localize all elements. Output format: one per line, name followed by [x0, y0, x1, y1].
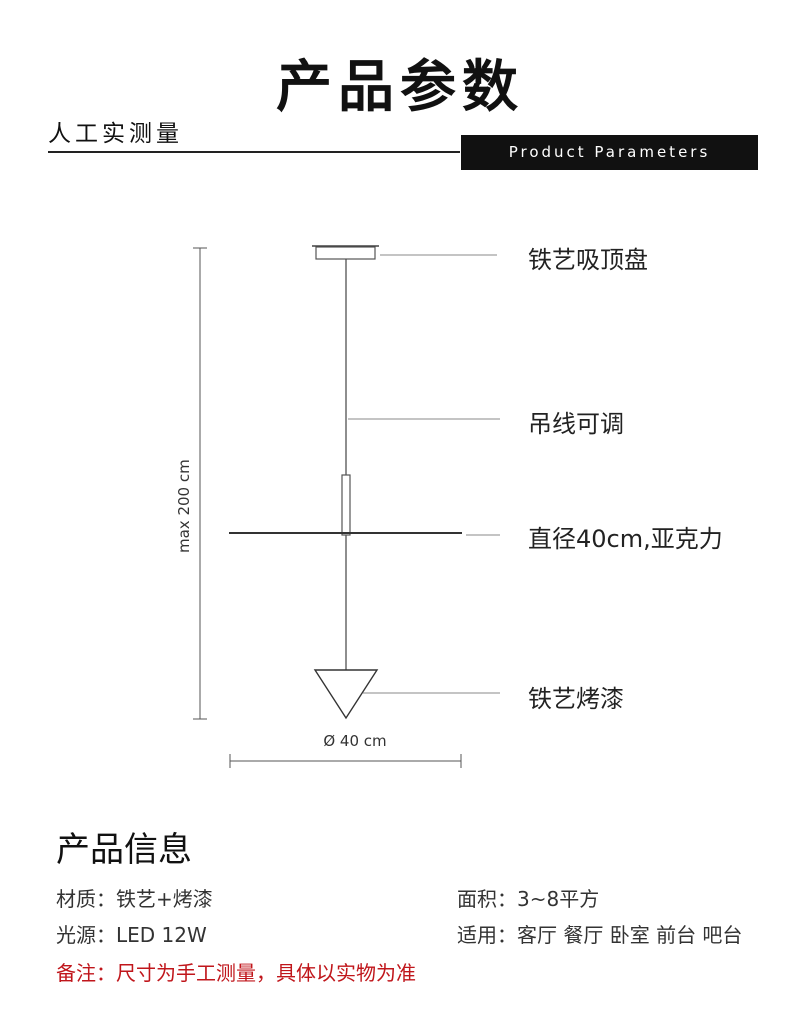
header-divider: [48, 151, 460, 153]
info-usage: 适用：客厅 餐厅 卧室 前台 吧台: [457, 923, 743, 947]
subtitle: 人工实测量: [48, 121, 183, 147]
info-note: 备注：尺寸为手工测量，具体以实物为准: [56, 961, 416, 985]
info-light-source: 光源：LED 12W: [56, 923, 207, 947]
page-title: 产品参数: [276, 55, 524, 120]
info-material: 材质：铁艺+烤漆: [56, 887, 213, 911]
width-dimension-label: Ø 40 cm: [323, 732, 387, 750]
label-ceiling-plate: 铁艺吸顶盘: [528, 246, 648, 274]
ceiling-plate-shape: [312, 245, 379, 260]
tube-shape: [341, 474, 351, 536]
label-acrylic-diameter: 直径40cm,亚克力: [528, 525, 723, 553]
leader-lines: [348, 254, 500, 694]
info-area: 面积：3~8平方: [457, 887, 600, 911]
height-dimension-label: max 200 cm: [175, 459, 193, 553]
height-dimension-line: [193, 247, 207, 720]
width-dimension-line: [229, 754, 462, 768]
label-adjustable-wire: 吊线可调: [528, 410, 624, 438]
english-title-bar: Product Parameters: [461, 135, 758, 170]
label-iron-paint: 铁艺烤漆: [528, 685, 624, 713]
section-title-product-info: 产品信息: [56, 830, 192, 870]
cone-shade-shape: [313, 669, 379, 720]
